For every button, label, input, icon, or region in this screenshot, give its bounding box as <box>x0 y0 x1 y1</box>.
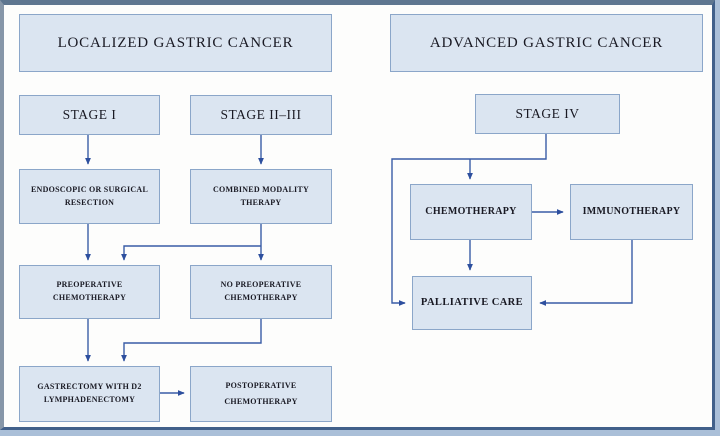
arrow-immunotherapy-to-palliative <box>539 240 633 306</box>
node-immunotherapy: IMMUNOTHERAPY <box>570 184 693 240</box>
panel-title-localized: LOCALIZED GASTRIC CANCER <box>19 14 332 72</box>
node-stage-ii-iii: STAGE II–III <box>190 95 332 135</box>
node-stage-i: STAGE I <box>19 95 160 135</box>
node-endoscopic-resection: ENDOSCOPIC OR SURGICAL RESECTION <box>19 169 160 224</box>
node-gastrectomy-d2: GASTRECTOMY WITH D2 LYMPHADENECTOMY <box>19 366 160 422</box>
node-stage-iv: STAGE IV <box>475 94 620 134</box>
node-chemotherapy: CHEMOTHERAPY <box>410 184 532 240</box>
arrow-no-preop-to-gastrectomy <box>121 319 262 362</box>
node-combined-modality: COMBINED MODALITY THERAPY <box>190 169 332 224</box>
node-preop-chemo: PREOPERATIVE CHEMOTHERAPY <box>19 265 160 319</box>
arrow-stage-iv-to-palliative <box>391 134 547 306</box>
node-postop-chemo: POSTOPERATIVE CHEMOTHERAPY <box>190 366 332 422</box>
panel-title-advanced: ADVANCED GASTRIC CANCER <box>390 14 703 72</box>
arrow-combined-to-preop <box>121 245 261 261</box>
node-no-preop-chemo: NO PREOPERATIVE CHEMOTHERAPY <box>190 265 332 319</box>
node-palliative-care: PALLIATIVE CARE <box>412 276 532 330</box>
